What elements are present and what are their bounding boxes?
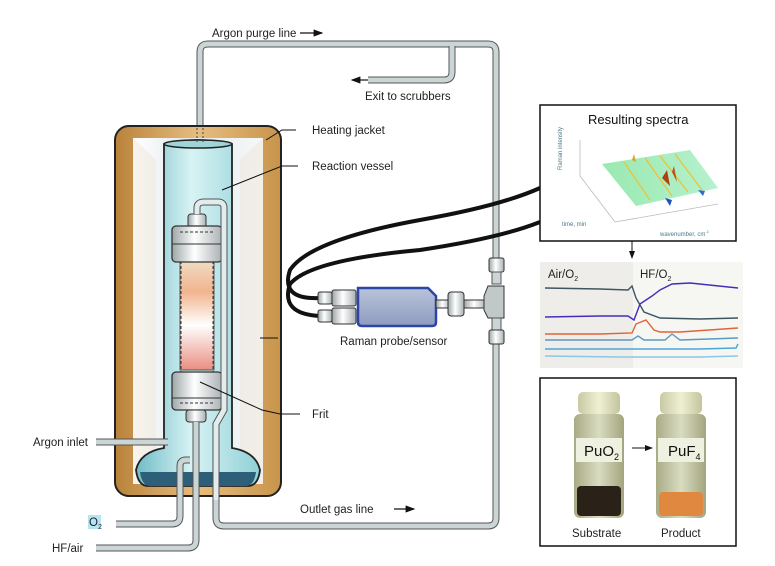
substrate-caption: Substrate: [572, 528, 621, 540]
argon-purge-line: [196, 40, 500, 262]
trend-trace-purple: [544, 282, 739, 322]
t-fitting: [483, 257, 505, 345]
raman-probe-label: Raman probe/sensor: [340, 336, 448, 348]
x-axis-label-text: wavenumber, cm: [659, 232, 705, 238]
raman-probe: [317, 286, 487, 328]
trend-panel: Air/O2 HF/O2: [540, 262, 743, 368]
argon-purge-line-label: Argon purge line: [212, 28, 296, 40]
spectra-peak-1: [662, 170, 670, 186]
outlet-gas-line-label: Outlet gas line: [300, 504, 374, 516]
heating-jacket-label: Heating jacket: [312, 125, 386, 137]
exit-to-scrubbers-line: [350, 46, 456, 84]
o2-inlet-line: [116, 456, 190, 528]
spectra-peak-2: [672, 166, 677, 182]
product-vial: PuF4: [656, 392, 706, 518]
trend-trace-dark-slate: [544, 284, 739, 320]
callout-lines: [199, 129, 300, 415]
o2-text: O: [89, 517, 98, 529]
air-o2-sub: 2: [574, 276, 578, 283]
substrate-formula-text: PuO: [584, 443, 614, 460]
product-formula-text: PuF: [668, 443, 696, 460]
spectra-trough-1: [665, 198, 672, 206]
product-caption: Product: [661, 528, 701, 540]
reaction-vessel-label: Reaction vessel: [312, 161, 393, 173]
o2-highlight: [88, 515, 101, 529]
hf-o2-text: HF/O: [640, 269, 668, 281]
hf-o2-label: HF/O2: [640, 269, 671, 283]
trend-trace-pale-blue: [544, 355, 739, 358]
hf-o2-sub: 2: [667, 276, 671, 283]
hf-air-label: HF/air: [52, 543, 83, 555]
spectra-trough-2: [698, 190, 705, 196]
hf-air-inlet-line: [96, 422, 200, 552]
vials-panel: PuO2 PuF4 Substrate Product: [539, 377, 737, 547]
o2-label: O2: [89, 517, 102, 531]
exit-to-scrubbers-label: Exit to scrubbers: [365, 91, 451, 103]
spectra-peak-3: [632, 154, 636, 162]
spectra-title: Resulting spectra: [588, 112, 689, 127]
trend-trace-orange: [545, 319, 739, 335]
air-o2-text: Air/O: [548, 269, 574, 281]
frit-label: Frit: [312, 409, 329, 421]
spectra-surface: [602, 150, 718, 206]
trend-traces: [544, 282, 739, 358]
outlet-gas-line: [212, 340, 500, 530]
top-fitting: [171, 213, 223, 263]
argon-inlet-label: Argon inlet: [33, 437, 89, 449]
o2-subscript: 2: [98, 524, 102, 531]
substrate-vial: PuO2: [574, 392, 624, 518]
spectra-panel: Resulting spectra Raman intensity time, …: [539, 104, 737, 242]
internal-return-tube: [193, 198, 228, 500]
x-axis-label: wavenumber, cm-1: [659, 229, 710, 238]
product-formula: PuF4: [668, 443, 701, 462]
product-formula-sub: 4: [696, 452, 701, 462]
substrate-formula-sub: 2: [614, 452, 619, 462]
x-axis-label-sup: -1: [705, 229, 709, 234]
y-axis-label: time, min: [562, 222, 586, 228]
air-o2-label: Air/O2: [548, 269, 578, 283]
trend-trace-sky-blue: [545, 343, 739, 350]
z-axis-label: Raman intensity: [558, 127, 564, 170]
trend-trace-steel-blue: [545, 333, 739, 341]
substrate-formula: PuO2: [584, 443, 619, 462]
fiber-optic-cables: [286, 186, 541, 318]
